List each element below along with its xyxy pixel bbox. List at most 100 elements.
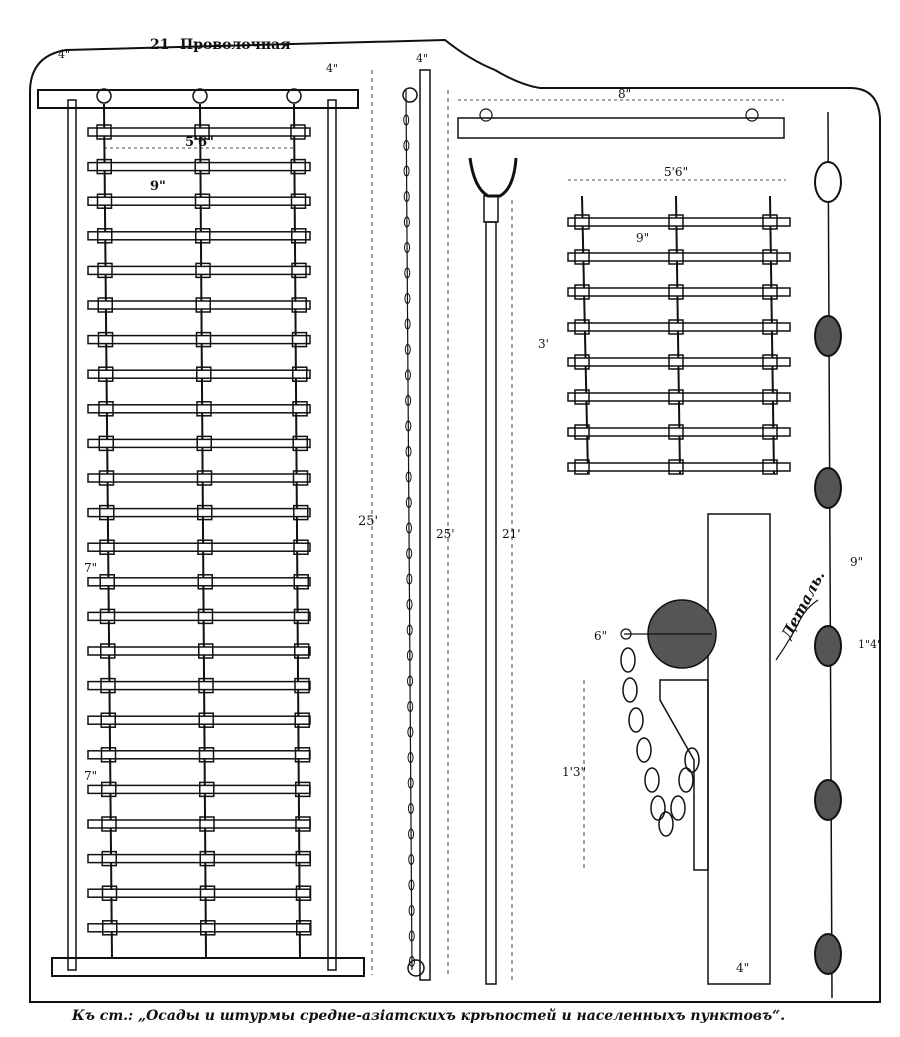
ladder-rung [87,885,312,901]
ladder-rung [87,574,311,590]
chain-link [408,930,415,942]
chain-side-pole [419,69,431,981]
detail-hook-eye [620,628,632,640]
ladder-rung [87,643,311,659]
detail-height-label: 1'3" [562,765,586,779]
right-frame-pole [327,99,337,971]
chain-link-large [814,779,842,821]
top-ring-middle [192,88,208,104]
detail-callout-brace [775,599,819,661]
ladder-rung [87,608,311,625]
chain-link-large [814,625,842,667]
chain-link [408,905,415,916]
chain-link [403,165,410,177]
small-ladder-rung [567,459,791,475]
chain-bottom-ring [407,959,425,977]
ladder-rung [87,193,311,209]
side-dim-bottom-label: 7" [84,769,97,783]
top-ring-right [286,88,302,104]
chain-height-label: 25' [436,527,455,541]
ladder-rung [87,366,311,382]
chain-link [405,497,412,508]
link-spacing-label: 9" [850,555,863,569]
detail-chain-link [670,795,686,821]
chain-link [405,471,412,483]
chain-link-large [814,467,842,509]
ladder-rung [87,712,311,728]
pole-collar [483,195,499,223]
ladder-rung [87,850,311,867]
ladder-rung [87,401,311,417]
top-width-label: 5'6" [185,135,214,150]
chain-dim-label: 4" [416,52,428,65]
chain-link [403,140,410,151]
small-ladder-rung [567,249,791,265]
chain-link [406,650,413,661]
ladder-rung [87,435,311,452]
small-ladder-rung [567,319,791,335]
chain-link [403,114,410,126]
ladder-rung [87,470,311,486]
chain-link [407,752,414,763]
chain-link [403,191,410,202]
detail-chain-link [636,737,652,763]
side-dim-top-label: 7" [84,561,97,575]
rung-spacing-label: 9" [150,179,166,194]
ladder-rung [87,677,311,694]
fork-width-label: 8" [618,87,631,101]
detail-chain-link [628,707,644,733]
chain-link [406,599,413,610]
detail-chain-link [644,767,660,793]
chain-link-large [814,315,842,357]
pole-length-label: 21' [502,527,521,541]
detail-chain-link [658,811,674,837]
ladder-rung [87,297,311,313]
chain-link [407,726,414,738]
link-size-label: 1"4" [858,638,882,651]
detail-hook-label: 6" [594,629,607,643]
chain-link [404,293,411,304]
chain-link [407,675,414,687]
chain-link [408,956,415,967]
chain-link [405,446,412,457]
top-beam [37,89,359,109]
pole-shaft [485,221,497,985]
ladder-rung [87,228,311,244]
small-ladder-rung [567,424,791,440]
plate-border [29,38,881,1003]
small-ladder-rung [567,354,791,370]
rope-right [293,103,301,959]
small-rope-ladder [567,195,791,475]
detail-bracket [659,679,709,871]
ladder-rung [87,747,311,763]
small-spacing-label: 9" [636,231,649,245]
ladder-rung [87,920,312,936]
small-ladder-rung [567,389,791,405]
chain-link [405,522,412,534]
small-ladder-rung [567,214,791,230]
fork-bar-ring-left [479,108,493,122]
fork-bar [457,117,785,139]
source-caption: Къ ст.: „Осады и штурмы средне-азіатских… [72,1008,786,1024]
chain-link [404,318,411,330]
chain-link [404,242,411,253]
chain-link [404,267,411,279]
ladder-rung [87,124,311,140]
ladder-rung [87,781,311,798]
chain-links-column [814,111,842,999]
total-height-label: 25' [358,514,378,529]
chain-link [408,854,415,865]
chain-link-large [814,161,842,203]
chain-link [404,369,411,381]
fork-bar-ring-right [745,108,759,122]
chain-link [406,624,413,636]
ladder-rung [87,539,311,555]
ladder-rung [87,158,311,175]
hook-detail [583,513,771,985]
small-width-label: 5'6" [664,165,688,179]
ladder-rung [87,262,311,279]
chain-link [407,803,414,814]
left-frame-pole [67,99,77,971]
ladder-rung [87,816,311,832]
